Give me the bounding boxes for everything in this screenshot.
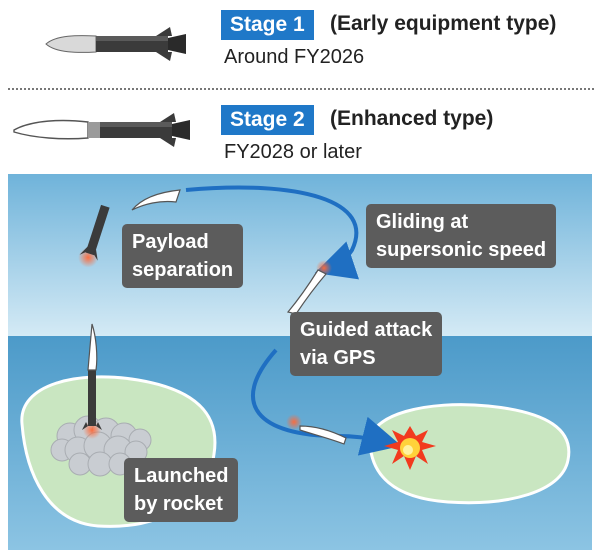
glide-vehicle-terminal [286, 414, 347, 445]
label-guided-attack: Guided attack via GPS [290, 312, 443, 376]
label-payload-separation: Payload separation [122, 224, 244, 288]
trajectory-upper [185, 185, 360, 280]
label-launched: Launched by rocket [124, 458, 239, 522]
stage-1-date: Around FY2026 [224, 46, 365, 68]
target-island [368, 403, 571, 505]
separated-booster [78, 204, 110, 268]
scene-illustration [8, 174, 592, 550]
missile-stage1-icon [45, 27, 186, 61]
stage-divider [8, 88, 594, 90]
stage-2-date: FY2028 or later [224, 141, 362, 163]
trajectory-lower [250, 348, 402, 456]
trajectory-scene: Payload separation Gliding at supersonic… [8, 174, 592, 550]
stage-1-row: Stage 1 (Early equipment type) Around FY… [0, 0, 600, 80]
impact-explosion-icon [384, 426, 436, 470]
label-gliding: Gliding at supersonic speed [366, 204, 557, 268]
glide-vehicle-apex [131, 189, 181, 211]
stage-1-type: (Early equipment type) [330, 12, 557, 35]
missile-stage2-icon [13, 113, 190, 147]
stage-1-badge: Stage 1 [221, 10, 314, 40]
stage-2-badge: Stage 2 [221, 105, 314, 135]
stage-2-row: Stage 2 (Enhanced type) FY2028 or later [0, 94, 600, 174]
stage-2-type: (Enhanced type) [330, 107, 494, 130]
launch-smoke [50, 415, 152, 477]
launching-rocket [82, 323, 102, 439]
